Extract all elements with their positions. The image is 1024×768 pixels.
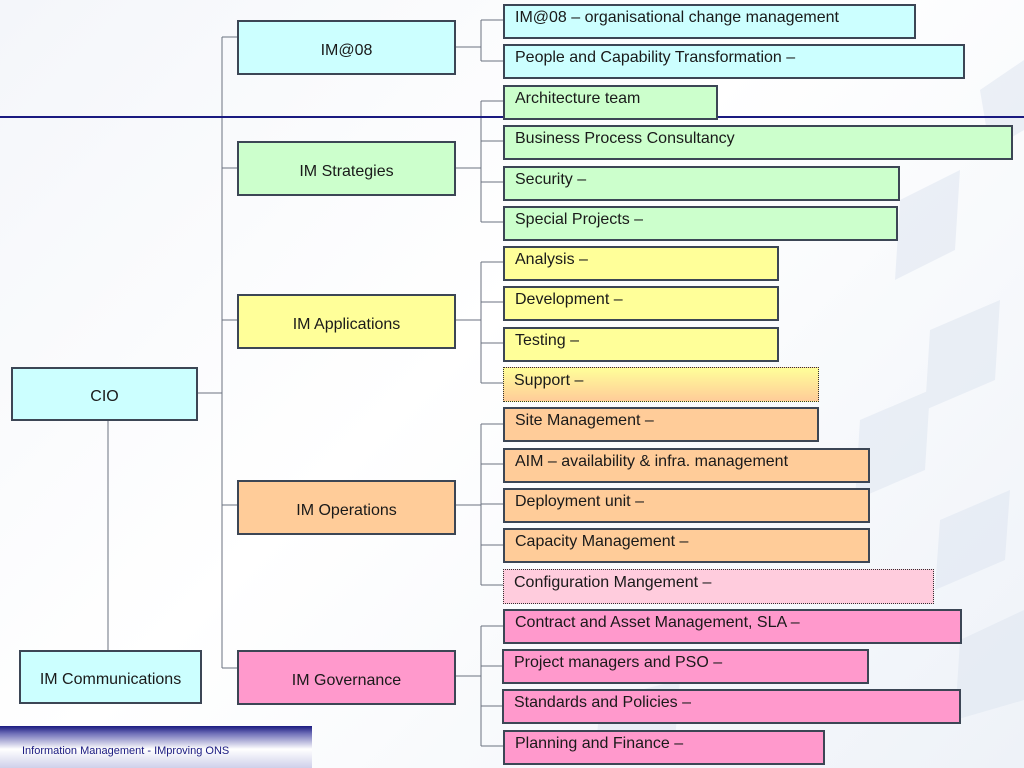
team-label: Site Management – [515,411,654,429]
dept-im-operations-box: IM Operations [237,480,456,535]
team-label: Deployment unit – [515,492,644,510]
team-box: Testing – [503,327,779,362]
team-label: Special Projects – [515,210,644,228]
team-label: Testing – [515,331,580,349]
team-label: Contract and Asset Management, SLA – [515,613,800,631]
team-box: Project managers and PSO – [502,649,869,684]
cio-box: CIO [11,367,198,421]
team-label: Architecture team [515,89,641,107]
dept-im08-box: IM@08 [237,20,456,75]
team-box: Deployment unit – [503,488,870,523]
dept-label: IM Governance [291,671,402,689]
team-box: Capacity Management – [503,528,870,563]
team-box: People and Capability Transformation – [503,44,965,79]
team-label: IM@08 – organisational change management [515,8,839,26]
team-box: Security – [503,166,900,201]
team-label: Business Process Consultancy [515,129,735,147]
dept-im-strategies-box: IM Strategies [237,141,456,196]
dept-im-applications-box: IM Applications [237,294,456,349]
footer-text: Information Management - IMproving ONS [22,745,230,757]
team-label: AIM – availability & infra. management [515,452,789,470]
team-box: Special Projects – [503,206,898,241]
cio-label: CIO [90,388,119,405]
team-label: Planning and Finance – [515,734,684,752]
dept-label: IM@08 [320,41,373,59]
team-box: Standards and Policies – [502,689,961,724]
team-label: People and Capability Transformation – [515,48,796,66]
team-label: Development – [515,290,623,308]
dept-im-governance-box: IM Governance [237,650,456,705]
team-box: Development – [503,286,779,321]
team-box: AIM – availability & infra. management [503,448,870,483]
team-box: Configuration Mangement – [503,569,934,604]
team-box: Contract and Asset Management, SLA – [503,609,962,644]
team-box: Site Management – [503,407,819,442]
team-box: Business Process Consultancy [503,125,1013,160]
im-communications-box: IM Communications [19,650,202,704]
dept-label: IM Applications [292,315,401,333]
team-label: Support – [514,371,584,389]
team-box: Support – [503,367,819,402]
team-label: Standards and Policies – [514,693,691,711]
im-communications-label: IM Communications [39,671,182,688]
team-label: Project managers and PSO – [514,653,723,671]
team-label: Security – [515,170,587,188]
team-box: Analysis – [503,246,779,281]
team-label: Configuration Mangement – [514,573,712,591]
dept-label: IM Operations [296,501,397,519]
dept-label: IM Strategies [299,162,394,180]
footer-banner: Information Management - IMproving ONS [0,726,312,768]
team-label: Capacity Management – [515,532,689,550]
team-label: Analysis – [515,250,588,268]
team-box: Planning and Finance – [503,730,825,765]
team-box: IM@08 – organisational change management [503,4,916,39]
team-box: Architecture team [503,85,718,120]
